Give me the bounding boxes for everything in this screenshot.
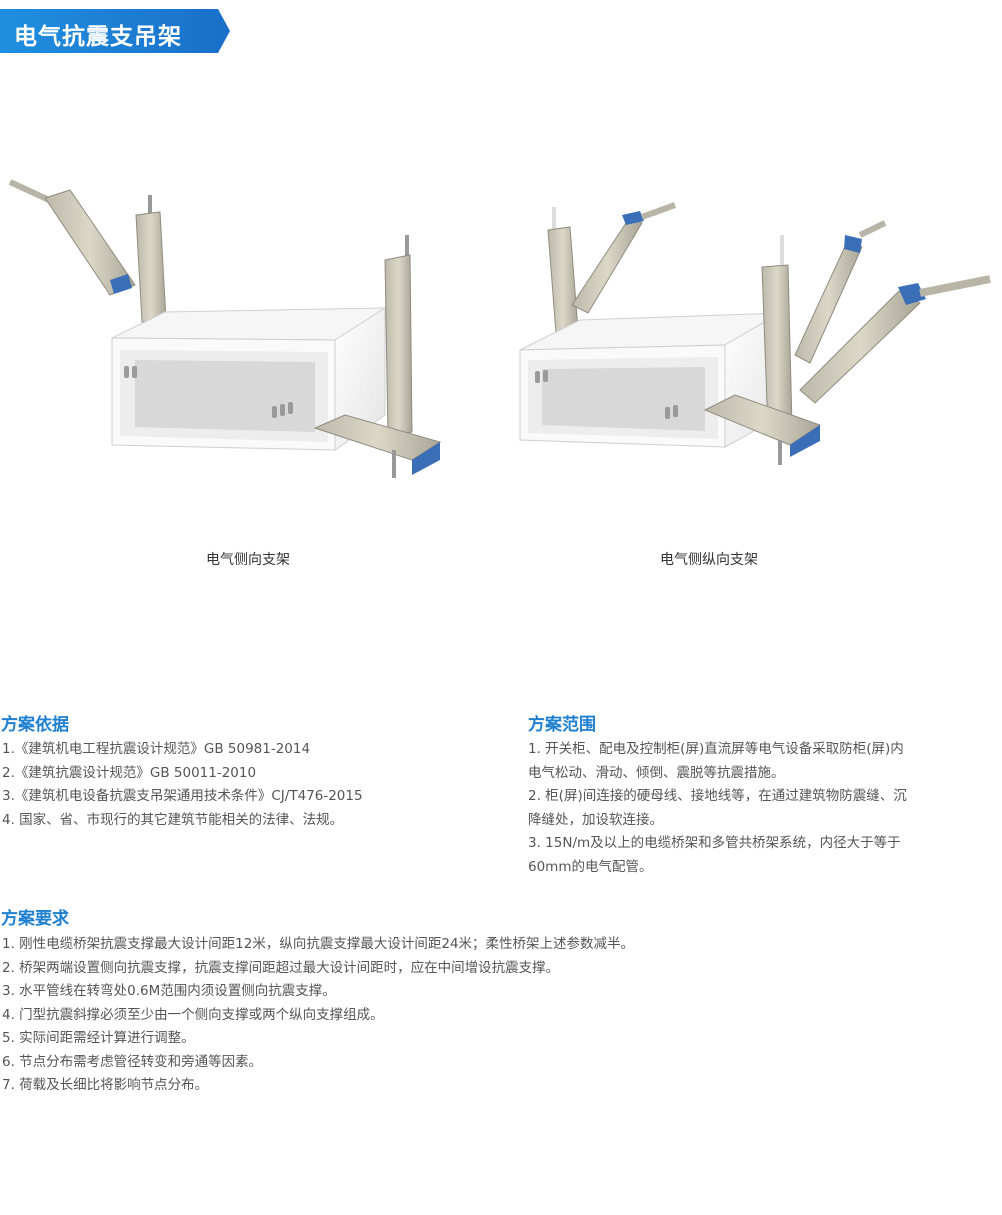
figure-caption-lateral-longitudinal: 电气侧纵向支架 <box>660 552 758 568</box>
lateral-longitudinal-bracket-illustration <box>519 202 991 465</box>
list-item: 2.《建筑抗震设计规范》GB 50011-2010 <box>2 764 257 781</box>
scope-list: 1. 开关柜、配电及控制柜(屏)直流屏等电气设备采取防柜(屏)内 电气松动、滑动… <box>528 738 907 879</box>
list-item: 1. 开关柜、配电及控制柜(屏)直流屏等电气设备采取防柜(屏)内 <box>528 741 904 757</box>
title-banner: 电气抗震支吊架 <box>0 9 230 53</box>
list-item: 2. 桥架两端设置侧向抗震支撑，抗震支撑间距超过最大设计间距时，应在中间增设抗震… <box>2 959 560 976</box>
list-item: 2. 柜(屏)间连接的硬母线、接地线等，在通过建筑物防震缝、沉 <box>528 788 907 804</box>
section-title-requirements: 方案要求 <box>1 909 69 929</box>
figure-caption-lateral: 电气侧向支架 <box>206 552 290 568</box>
page-title: 电气抗震支吊架 <box>14 24 182 50</box>
title-banner-background <box>0 9 230 53</box>
list-item: 4. 门型抗震斜撑必须至少由一个侧向支撑或两个纵向支撑组成。 <box>2 1006 384 1023</box>
list-item: 6. 节点分布需考虑管径转变和旁通等因素。 <box>2 1053 263 1070</box>
section-title-scope: 方案范围 <box>528 715 596 735</box>
list-item: 1.《建筑机电工程抗震设计规范》GB 50981-2014 <box>2 741 311 757</box>
requirements-list: 1. 刚性电缆桥架抗震支撑最大设计间距12米，纵向抗震支撑最大设计间距24米；柔… <box>2 933 634 1098</box>
list-item: 5. 实际间距需经计算进行调整。 <box>2 1030 195 1046</box>
list-item: 3.《建筑机电设备抗震支吊架通用技术条件》CJ/T476-2015 <box>2 788 363 804</box>
list-item: 7. 荷载及长细比将影响节点分布。 <box>2 1077 209 1093</box>
list-item: 3. 15N/m及以上的电缆桥架和多管共桥架系统，内径大于等于 <box>528 835 901 851</box>
list-item: 60mm的电气配管。 <box>528 858 653 875</box>
list-item: 4. 国家、省、市现行的其它建筑节能相关的法律、法规。 <box>2 811 344 828</box>
basis-list: 1.《建筑机电工程抗震设计规范》GB 50981-2014 2.《建筑抗震设计规… <box>2 738 363 832</box>
list-item: 1. 刚性电缆桥架抗震支撑最大设计间距12米，纵向抗震支撑最大设计间距24米；柔… <box>2 936 635 952</box>
list-item: 3. 水平管线在转弯处0.6M范围内须设置侧向抗震支撑。 <box>2 983 336 999</box>
lateral-bracket-illustration <box>8 179 442 478</box>
list-item: 电气松动、滑动、倾倒、震脱等抗震措施。 <box>528 764 785 781</box>
list-item: 降缝处，加设软连接。 <box>528 811 663 828</box>
section-title-basis: 方案依据 <box>1 715 69 735</box>
